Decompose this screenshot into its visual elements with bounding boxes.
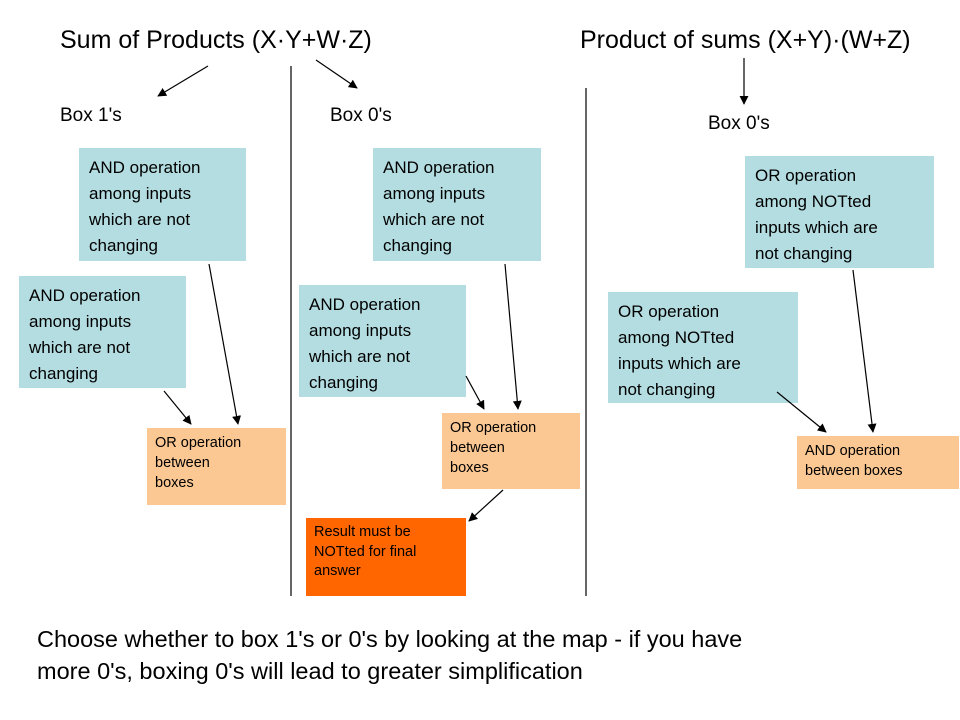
- arrow-and-top-to-or: [504, 263, 522, 410]
- box-zeros-heading: Box 0's: [330, 105, 392, 126]
- arrow-or-to-result: [468, 489, 504, 522]
- title-arrow-right: [315, 59, 358, 89]
- or-operation-notted-box: OR operation among NOTted inputs which a…: [745, 156, 934, 268]
- box-ones-heading: Box 1's: [60, 105, 122, 126]
- and-operation-box: AND operation among inputs which are not…: [79, 148, 246, 261]
- arrow-and-bottom-to-or: [465, 375, 485, 410]
- arrow-or-bottom-to-and: [776, 391, 827, 433]
- title-arrow-left: [157, 65, 209, 97]
- arrow-or-top-to-and: [852, 269, 877, 433]
- result-notted-box: Result must be NOTted for final answer: [306, 518, 466, 596]
- product-of-sums-title: Product of sums (X+Y)·(W+Z): [580, 26, 911, 54]
- pos-box-zeros-heading: Box 0's: [708, 113, 770, 134]
- and-operation-between-boxes: AND operation between boxes: [797, 436, 959, 489]
- or-operation-box: OR operation between boxes: [442, 413, 580, 489]
- and-operation-box: AND operation among inputs which are not…: [19, 276, 186, 388]
- arrow-and-bottom-to-or: [163, 390, 192, 425]
- and-operation-box: AND operation among inputs which are not…: [299, 285, 466, 397]
- footer-note: Choose whether to box 1's or 0's by look…: [37, 626, 743, 684]
- arrow-and-top-to-or: [208, 263, 241, 425]
- sum-of-products-title: Sum of Products (X·Y+W·Z): [60, 26, 372, 54]
- or-operation-notted-box: OR operation among NOTted inputs which a…: [608, 292, 798, 403]
- or-operation-box: OR operation between boxes: [147, 428, 286, 505]
- and-operation-box: AND operation among inputs which are not…: [373, 148, 541, 261]
